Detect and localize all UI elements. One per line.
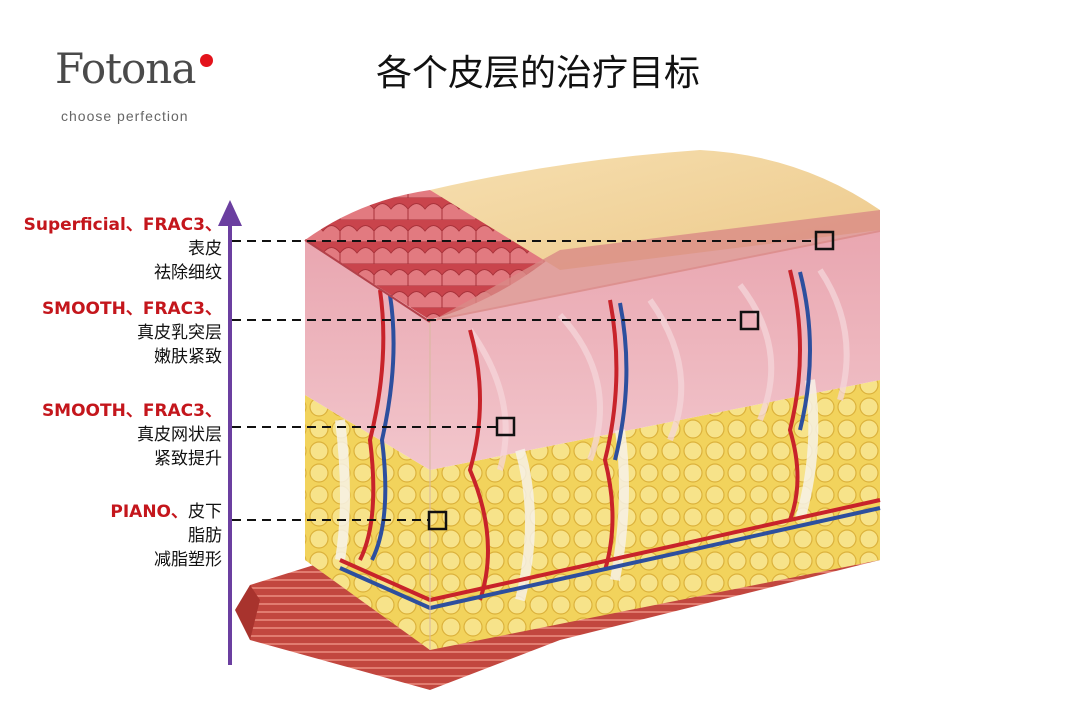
logo-tagline: choose perfection (61, 108, 189, 124)
dermis-side (430, 230, 880, 470)
treatment-reticular: SMOOTH、FRAC3、 (41, 401, 222, 421)
logo-red-dot (200, 54, 213, 67)
treatment-papillary: SMOOTH、FRAC3、 (41, 299, 222, 319)
layer-name-subcutis: 脂肪 (188, 526, 222, 546)
goal-reticular: 紧致提升 (154, 449, 222, 469)
goal-epidermis: 祛除细纹 (154, 263, 222, 283)
logo-wordmark: Fotona (55, 44, 196, 93)
label-subcutis: PIANO、皮下 脂肪 减脂塑形 (110, 500, 222, 572)
marker-box-epidermis (814, 230, 835, 251)
layer-name-papillary: 真皮乳突层 (137, 323, 222, 343)
marker-box-papillary (739, 310, 760, 331)
fotona-logo: Fotona choose perfection (55, 48, 225, 128)
treatment-subcutis: PIANO、皮下 (110, 500, 222, 524)
goal-subcutis: 减脂塑形 (154, 550, 222, 570)
label-reticular-dermis: SMOOTH、FRAC3、 真皮网状层 紧致提升 (42, 399, 222, 471)
marker-box-subcutis (427, 510, 448, 531)
layer-name-reticular: 真皮网状层 (137, 425, 222, 445)
label-papillary-dermis: SMOOTH、FRAC3、 真皮乳突层 嫩肤紧致 (42, 297, 222, 369)
layer-name-epidermis: 表皮 (188, 239, 222, 259)
marker-box-reticular (495, 416, 516, 437)
dermis-front (305, 240, 430, 470)
treatment-subcutis-name: PIANO、 (110, 502, 188, 522)
treatment-subcutis-suffix: 皮下 (188, 502, 222, 522)
goal-papillary: 嫩肤紧致 (154, 347, 222, 367)
page-title: 各个皮层的治疗目标 (376, 53, 701, 94)
treatment-epidermis: Superficial、FRAC3、 (23, 215, 222, 235)
depth-arrow-head (218, 200, 242, 226)
label-epidermis: Superficial、FRAC3、 表皮 祛除细纹 (24, 213, 222, 285)
